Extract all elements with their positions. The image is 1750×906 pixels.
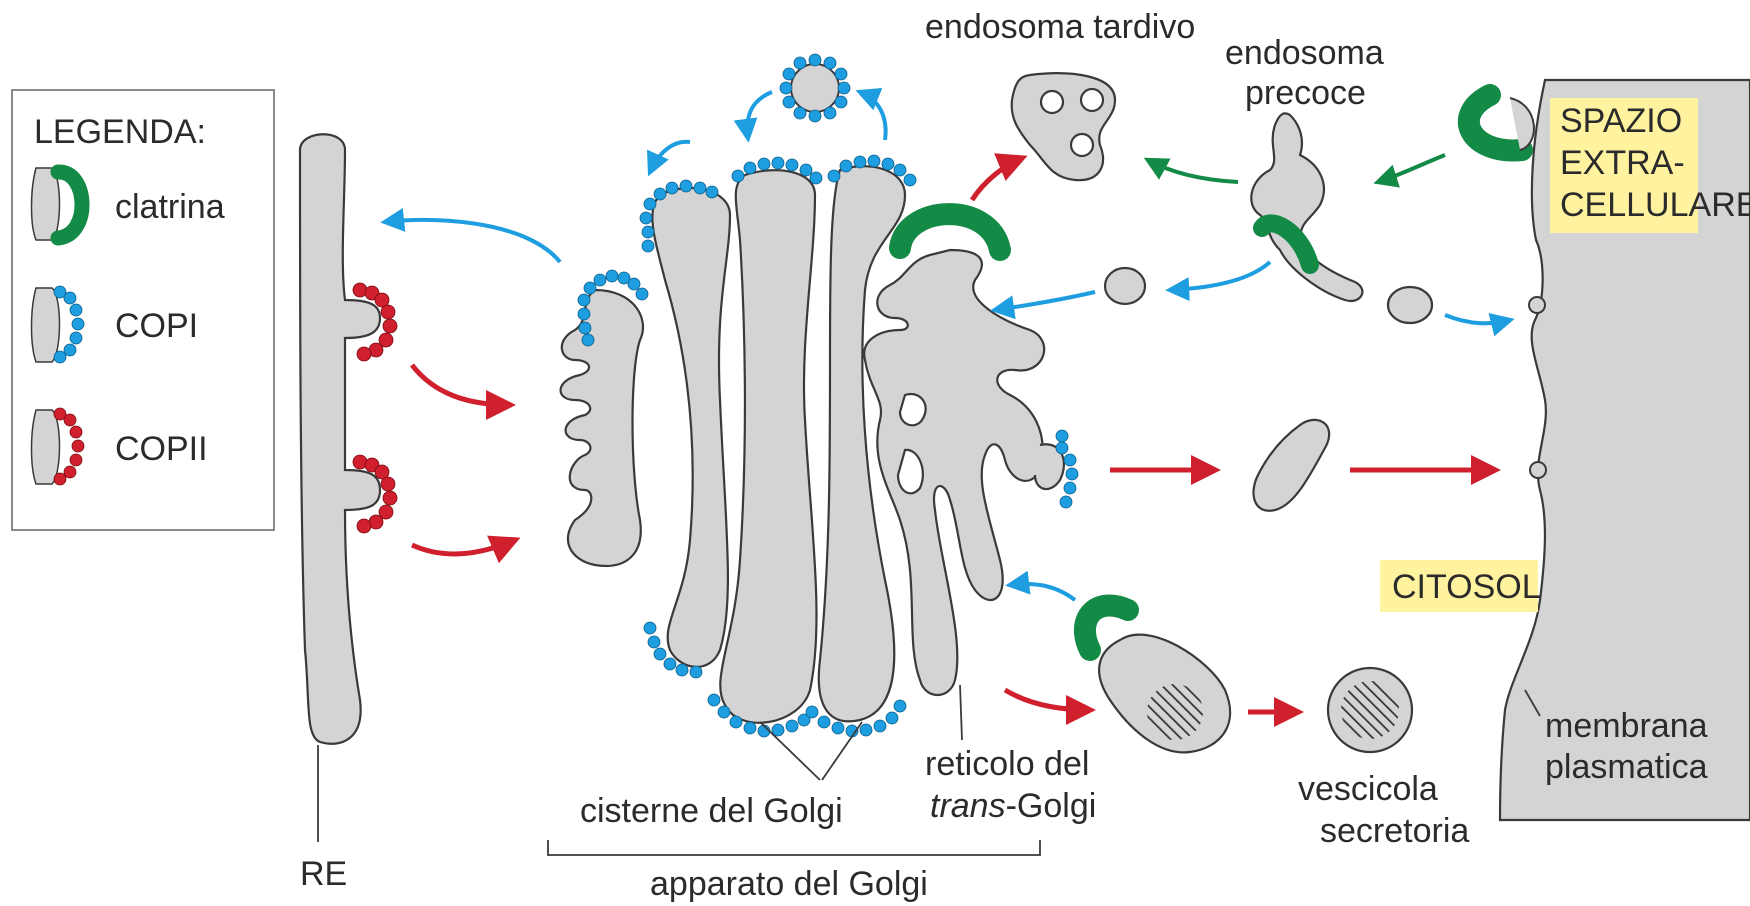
tgn-cavity (900, 394, 926, 425)
endoplasmic-reticulum (300, 134, 380, 744)
golgi-apparatus-bracket (548, 840, 1040, 855)
er-label: RE (300, 855, 347, 893)
arrow-tgn-to-late-endosome (972, 158, 1022, 200)
secretory-vesicle-label-line2: secretoria (1320, 812, 1469, 850)
golgi-apparatus-label: apparato del Golgi (650, 865, 928, 903)
arrow-early-endosome-to-vesicle (1170, 262, 1270, 290)
tgn-label-line1: reticolo del (925, 745, 1089, 783)
recycling-vesicle (1388, 287, 1432, 323)
early-endosome-label-line1: endosoma (1225, 34, 1384, 72)
extracellular-label-line1: SPAZIO (1560, 102, 1682, 140)
arrow-er-to-golgi-lower (412, 540, 515, 554)
legend: LEGENDA: clatrina COPI COPII (12, 90, 274, 530)
extracellular-label-line3: CELLULARE (1560, 186, 1750, 224)
legend-label-clathrin: clatrina (115, 188, 225, 226)
legend-title: LEGENDA: (34, 113, 206, 151)
late-endosome-label: endosoma tardivo (925, 8, 1195, 46)
arrow-membrane-to-early-endosome (1378, 155, 1445, 182)
tgn-label-golgi: -Golgi (1006, 787, 1097, 825)
plasma-membrane-label-line2: plasmatica (1545, 748, 1708, 786)
immature-secretory-granule (1085, 606, 1230, 753)
arrow-er-to-golgi-upper (412, 365, 510, 405)
late-endosome-intraluminal-vesicle (1081, 89, 1103, 111)
golgi-cisterna-3 (720, 170, 816, 723)
constitutive-secretory-vesicle (1253, 420, 1329, 511)
tgn-label-line2: trans-Golgi (930, 787, 1096, 825)
extracellular-label-line2: EXTRA- (1560, 144, 1685, 182)
arrow-granule-retrograde (1010, 584, 1075, 600)
arrow-cisterna-retrograde (650, 142, 690, 172)
copi-vesicle-top (780, 54, 850, 122)
clathrin-coat-tgn (900, 214, 1000, 250)
tgn-label-trans: trans (930, 787, 1006, 825)
recycling-vesicle (1105, 268, 1145, 304)
early-endosome-label-line2: precoce (1245, 74, 1366, 112)
legend-copi-swatch (32, 286, 85, 363)
secretory-vesicle (1328, 668, 1412, 752)
late-endosome-intraluminal-vesicle (1071, 134, 1093, 156)
arrow-vesicle-retrograde-right (860, 92, 886, 140)
arrow-early-to-late-endosome (1148, 160, 1238, 182)
legend-label-copii: COPII (115, 430, 208, 468)
golgi-cisternae-label: cisterne del Golgi (580, 792, 843, 830)
legend-label-copi: COPI (115, 307, 198, 345)
arrow-golgi-to-er-retrograde (385, 220, 560, 262)
late-endosome (1012, 73, 1115, 180)
arrow-vesicle-to-tgn (995, 292, 1095, 310)
late-endosome-intraluminal-vesicle (1041, 91, 1063, 113)
membrane-bump (1529, 297, 1545, 313)
legend-copii-swatch (32, 408, 85, 485)
cytosol-label: CITOSOL (1392, 568, 1541, 606)
arrow-recycling-to-membrane (1445, 315, 1510, 323)
plasma-membrane-label-line1: membrana (1545, 707, 1708, 745)
arrow-tgn-to-granule (1005, 690, 1090, 710)
arrow-vesicle-retrograde-left (747, 92, 772, 138)
tgn-leader (960, 685, 962, 740)
golgi-cisterna-2 (652, 188, 730, 667)
membrane-bump (1530, 462, 1546, 478)
golgi-cis-cisterna (561, 290, 643, 566)
secretory-vesicle-label-line1: vescicola (1298, 770, 1438, 808)
